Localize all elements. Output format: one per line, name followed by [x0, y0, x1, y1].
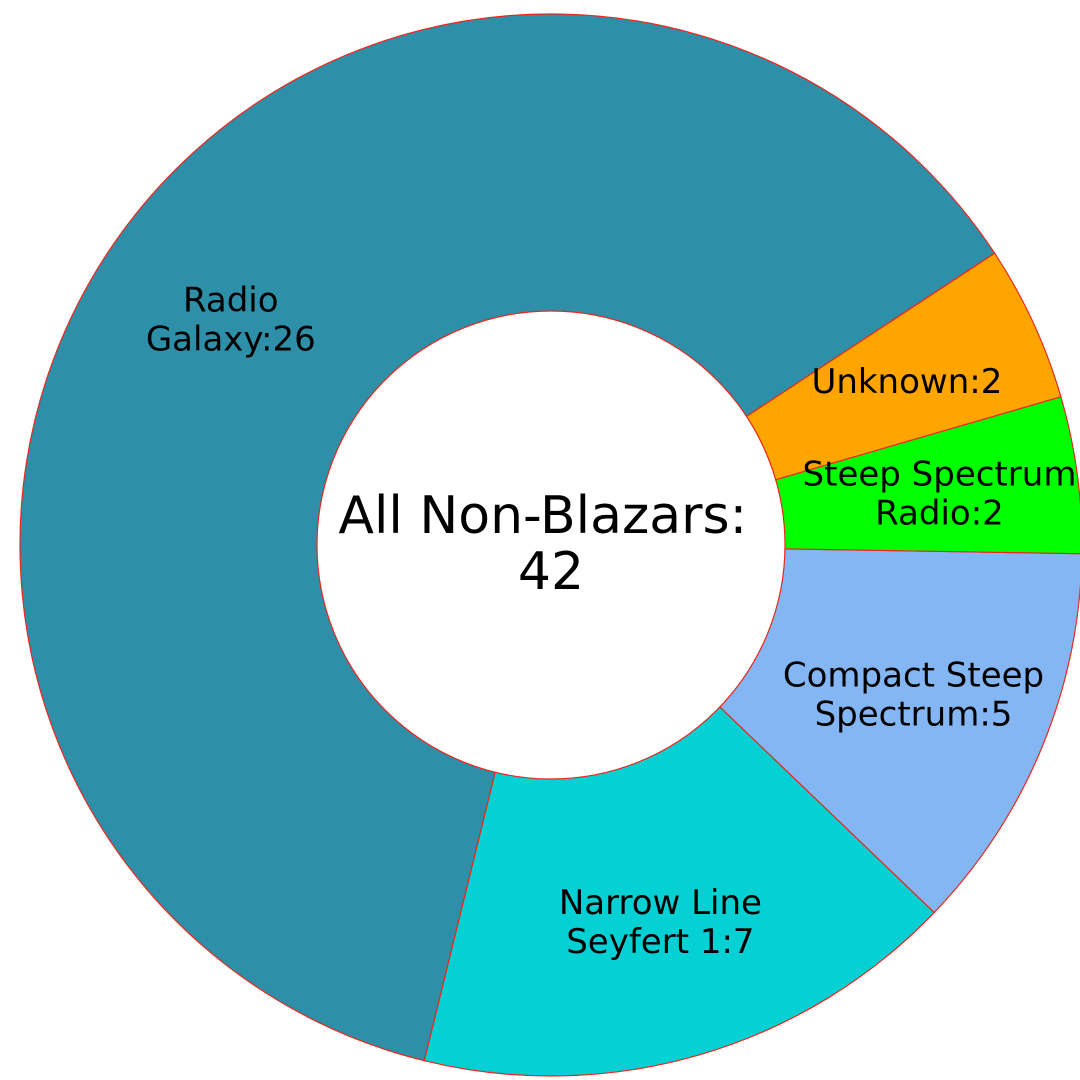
slice-label-1-line-1: Unknown:2 [811, 362, 1002, 402]
slice-label-2-line-2: Galaxy:26 [146, 319, 316, 359]
slice-label-1: Unknown:2 [811, 362, 1002, 402]
slice-label-5-line-2: Radio:2 [875, 494, 1004, 534]
slice-label-4-line-2: Spectrum:5 [815, 695, 1013, 735]
slice-label-5-line-1: Steep Spectrum [803, 455, 1077, 495]
slice-label-4-line-1: Compact Steep [783, 656, 1044, 696]
slice-label-3-line-2: Seyfert 1:7 [566, 922, 754, 962]
slice-label-3-line-1: Narrow Line [559, 883, 762, 923]
slice-label-2-line-1: Radio [183, 280, 279, 320]
donut-hole [316, 310, 786, 780]
center-label: All Non-Blazars: 42 [338, 486, 763, 602]
center-label-line-1: All Non-Blazars: [338, 486, 747, 546]
center-label-line-2: 42 [518, 542, 584, 602]
